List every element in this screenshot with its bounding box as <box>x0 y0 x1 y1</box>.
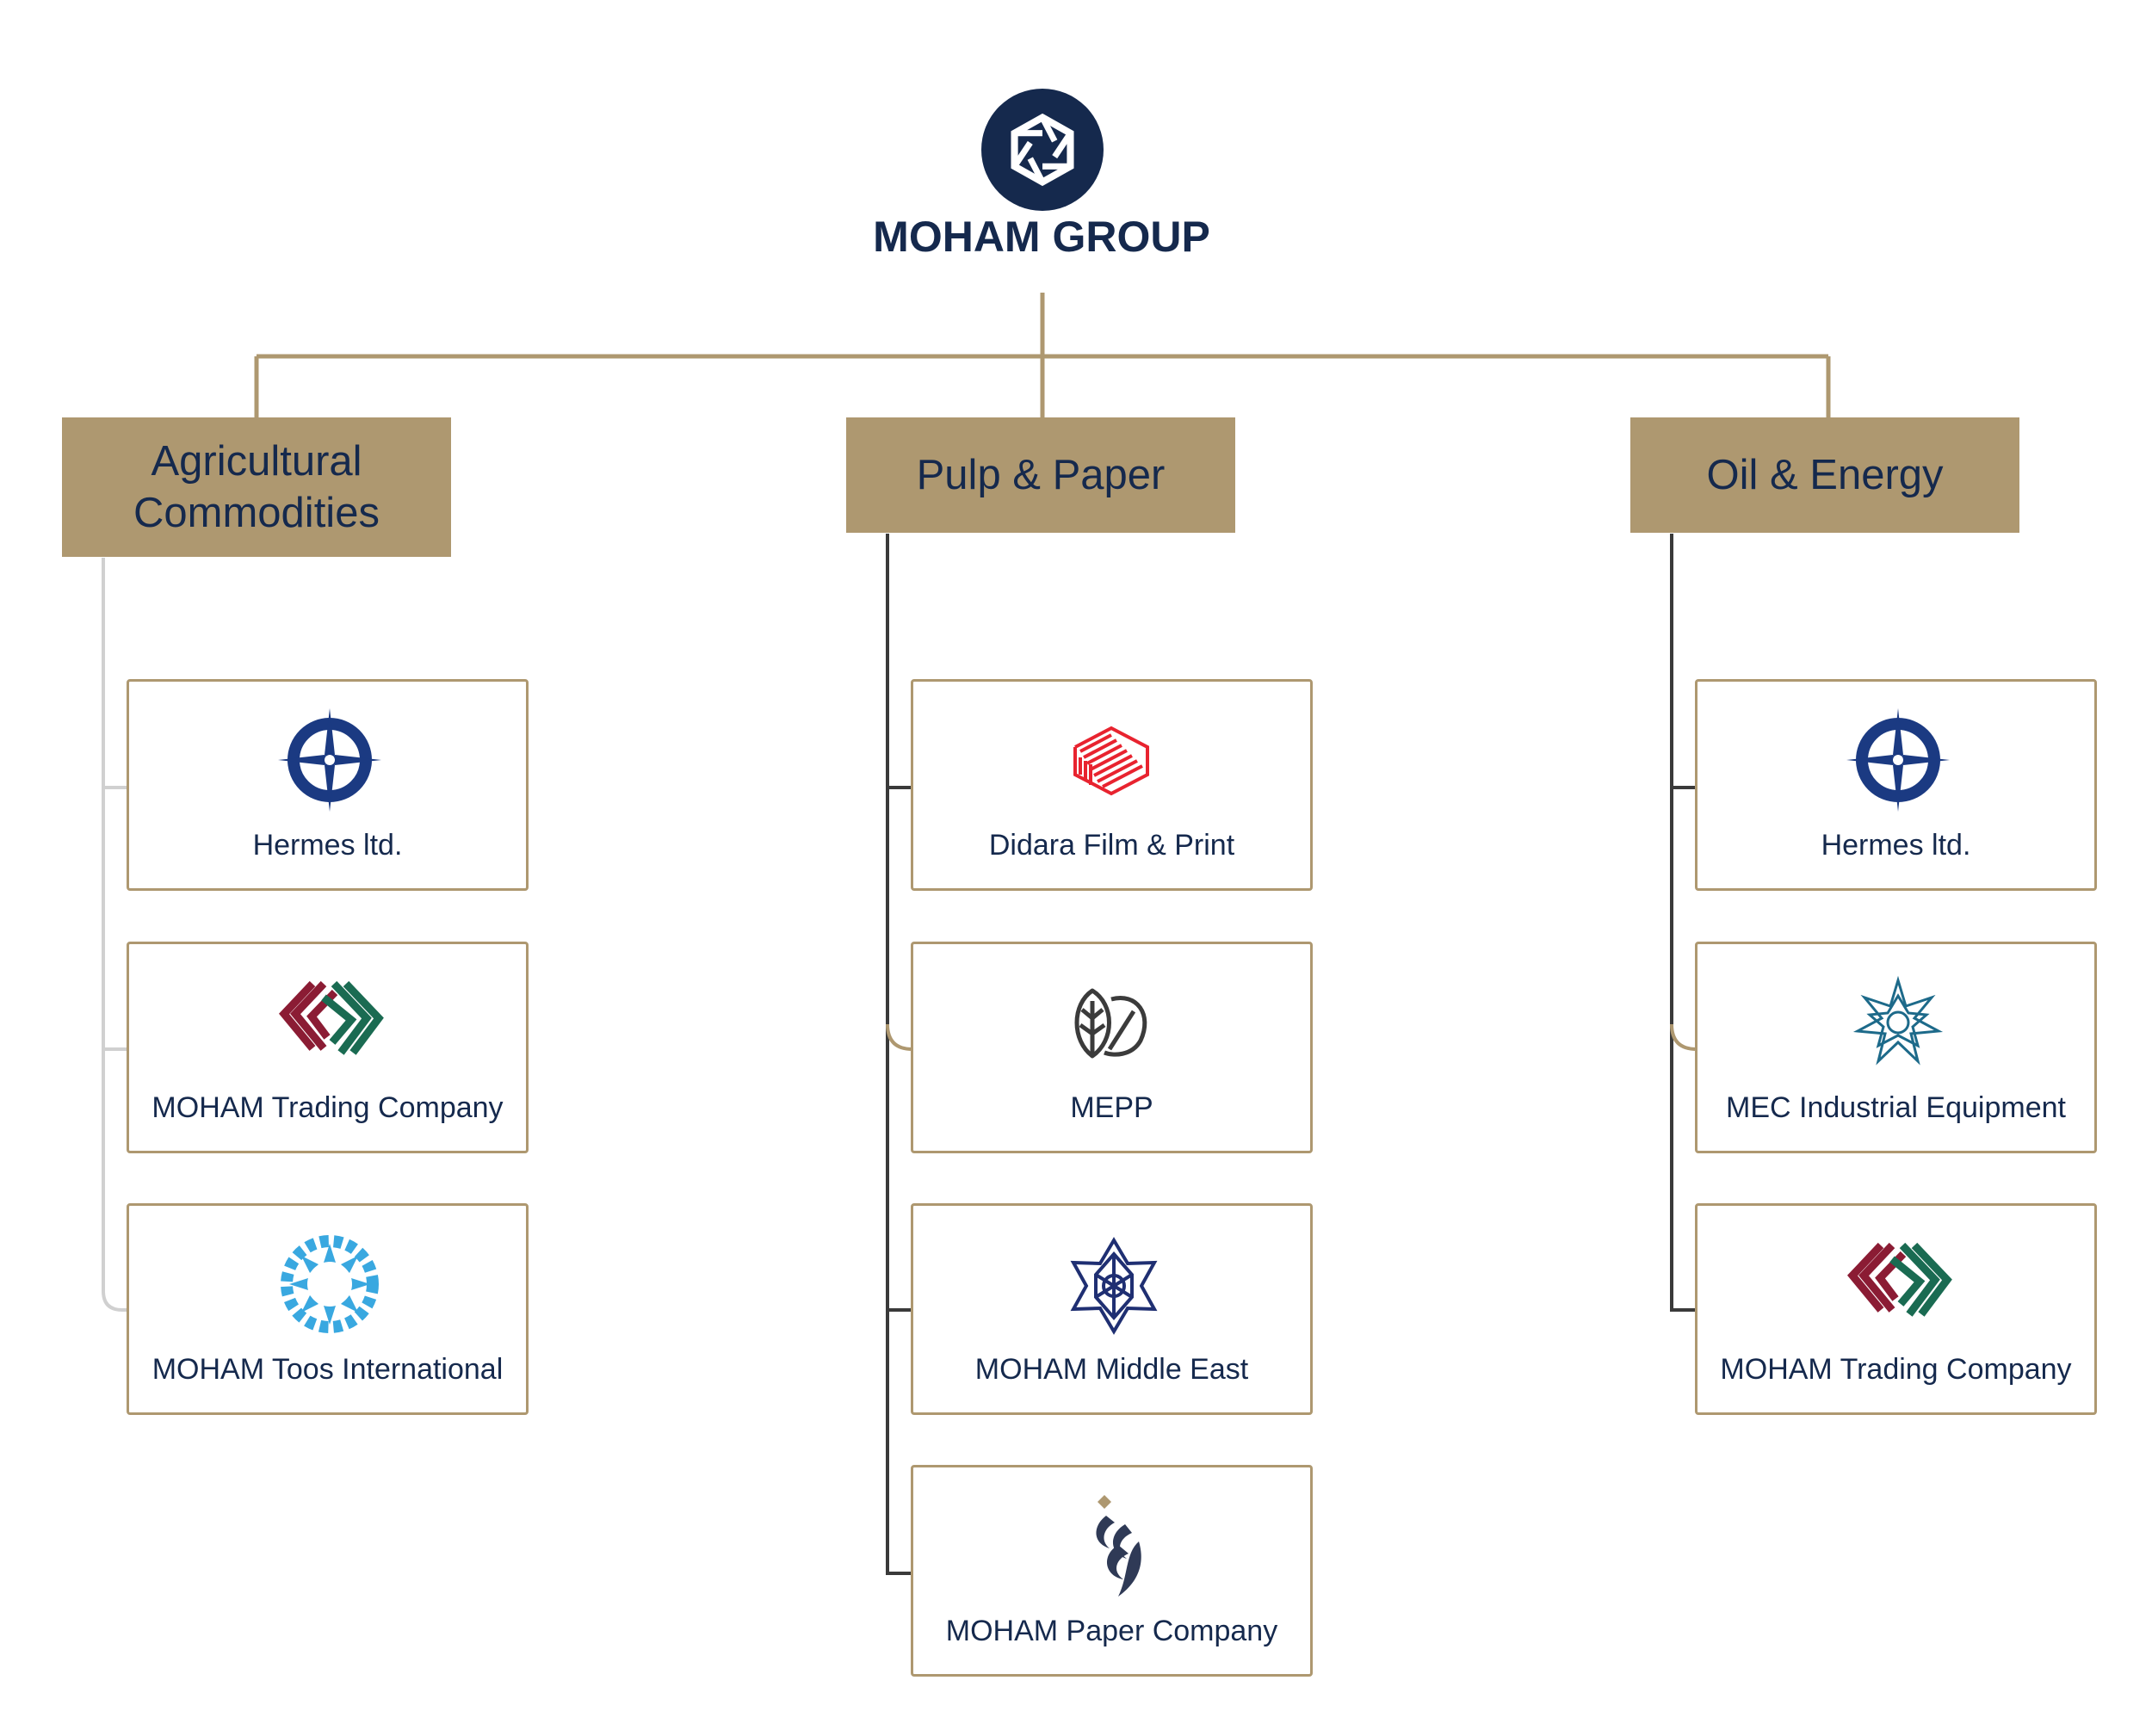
star-ring-icon <box>274 1228 386 1340</box>
category-oil-energy[interactable]: Oil & Energy <box>1630 417 2019 533</box>
leaves-icon <box>1058 967 1170 1078</box>
root-title: MOHAM GROUP <box>873 213 1210 261</box>
chevron-blocks-icon <box>1842 1228 1954 1340</box>
company-card-didara[interactable]: Didara Film & Print <box>911 679 1313 891</box>
company-name: MOHAM Paper Company <box>945 1615 1278 1647</box>
moham-group-logo-icon <box>981 89 1104 211</box>
company-card-mec-industrial[interactable]: MEC Industrial Equipment <box>1695 942 2097 1153</box>
category-label-line1: Agricultural <box>151 438 362 485</box>
company-card-moham-paper[interactable]: MOHAM Paper Company <box>911 1465 1313 1677</box>
company-name: MOHAM Middle East <box>974 1353 1249 1386</box>
company-name: MOHAM Trading Company <box>1720 1353 2072 1386</box>
company-name: MEPP <box>1070 1091 1153 1124</box>
geometric-rosette-icon <box>1058 1228 1170 1340</box>
company-name: MEC Industrial Equipment <box>1726 1091 2066 1124</box>
category-pulp-paper[interactable]: Pulp & Paper <box>846 417 1235 533</box>
category-label-line2: Commodities <box>133 490 380 536</box>
striped-cube-icon <box>1058 704 1170 816</box>
company-card-hermes[interactable]: Hermes ltd. <box>1695 679 2097 891</box>
category-agricultural-commodities[interactable]: Agricultural Commodities <box>62 417 451 557</box>
company-name: MOHAM Toos International <box>152 1353 504 1386</box>
company-card-moham-toos[interactable]: MOHAM Toos International <box>127 1203 529 1415</box>
company-name: Hermes ltd. <box>1821 829 1971 862</box>
company-card-hermes[interactable]: Hermes ltd. <box>127 679 529 891</box>
company-name: Didara Film & Print <box>988 829 1235 862</box>
company-card-moham-trading[interactable]: MOHAM Trading Company <box>1695 1203 2097 1415</box>
star-burst-icon <box>1842 967 1954 1078</box>
chevron-blocks-icon <box>274 967 386 1078</box>
company-card-mepp[interactable]: MEPP <box>911 942 1313 1153</box>
compass-icon <box>274 704 386 816</box>
company-card-moham-middle-east[interactable]: MOHAM Middle East <box>911 1203 1313 1415</box>
company-card-moham-trading[interactable]: MOHAM Trading Company <box>127 942 529 1153</box>
company-name: MOHAM Trading Company <box>152 1091 504 1124</box>
category-label: Pulp & Paper <box>916 452 1166 498</box>
compass-icon <box>1842 704 1954 816</box>
calligraphy-flame-icon <box>1058 1490 1170 1602</box>
category-label: Oil & Energy <box>1706 452 1944 498</box>
company-name: Hermes ltd. <box>252 829 403 862</box>
